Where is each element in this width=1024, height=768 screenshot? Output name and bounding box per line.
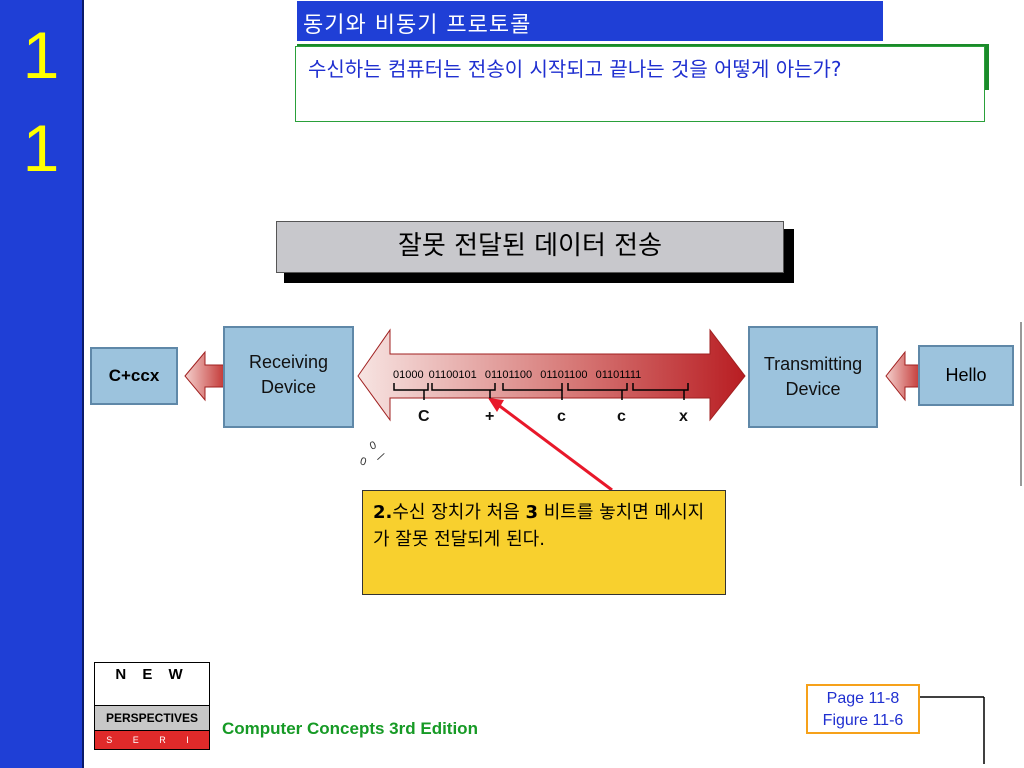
edition-label: Computer Concepts 3rd Edition [222, 719, 478, 738]
decoded-char-2: + [485, 408, 495, 425]
note-number: 3 [525, 502, 538, 523]
output-text: C+ccx [108, 366, 160, 385]
pointer-line [496, 402, 613, 492]
bit-stream: 01000 01100101 01101100 01101100 0110111… [393, 369, 641, 381]
page-reference-box: Page 11-8 Figure 11-6 [806, 684, 920, 734]
receiving-device-label-line2: Device [260, 377, 317, 397]
logo-perspectives: PERSPECTIVES [95, 705, 209, 731]
question-box: 수신하는 컴퓨터는 전송이 시작되고 끝나는 것을 어떻게 아는가? [295, 46, 985, 122]
slide-title: 동기와 비동기 프로토콜 [303, 13, 532, 38]
logo-new: N E W [115, 666, 189, 683]
explanation-note: 2.수신 장치가 처음 3 비트를 놓치면 메시지가 잘못 전달되게 된다. [362, 490, 726, 595]
transmitting-device-label-line1: Transmitting [763, 354, 863, 374]
decoded-char-3: c [557, 408, 566, 425]
diagram-heading-box: 잘못 전달된 데이터 전송 [276, 221, 784, 273]
bit-group-1: 01000 [393, 369, 424, 381]
input-text-box: Hello [918, 345, 1014, 406]
bit-group-3: 01101100 [484, 369, 533, 381]
chapter-number-digit-2: 1 [22, 111, 60, 185]
pointer-arrowhead [488, 398, 504, 412]
page-number: Page 11-8 [826, 690, 900, 707]
note-prefix: 2. [373, 502, 393, 523]
transmitting-device-box: Transmitting Device [748, 326, 878, 428]
note-text-part1: 수신 장치가 처음 [392, 502, 526, 523]
transmitting-device-label-line2: Device [785, 379, 841, 399]
logo-series: S E R I E S [95, 731, 209, 763]
output-text-box: C+ccx [90, 347, 178, 405]
input-arrow [885, 350, 921, 402]
note-text: 2.수신 장치가 처음 3 비트를 놓치면 메시지가 잘못 전달되게 된다. [373, 499, 713, 553]
bit-group-2: 01100101 [428, 369, 477, 381]
decoded-char-5: x [679, 408, 688, 425]
new-perspectives-logo: N E W PERSPECTIVES S E R I E S [94, 662, 210, 763]
receiving-device-box: Receiving Device [223, 326, 354, 428]
slide-title-bar: 동기와 비동기 프로토콜 [297, 1, 883, 41]
chapter-sidebar: 1 1 [0, 0, 84, 768]
note-text-part2: 비트를 놓치면 메시지가 잘못 전달되게 된다. [373, 502, 705, 550]
bit-group-5: 01101111 [595, 369, 642, 381]
decoded-char-1: C [418, 408, 430, 425]
decoded-char-4: c [617, 408, 626, 425]
chapter-number-digit-1: 1 [22, 18, 60, 92]
output-arrow [184, 350, 225, 402]
receiving-device-label-line1: Receiving [248, 352, 329, 372]
bit-group-4: 01101100 [540, 369, 588, 381]
figure-number: Figure 11-6 [822, 712, 904, 729]
transmission-arrow [357, 328, 746, 422]
question-text: 수신하는 컴퓨터는 전송이 시작되고 끝나는 것을 어떻게 아는가? [308, 57, 842, 81]
diagram-heading: 잘못 전달된 데이터 전송 [398, 231, 662, 261]
input-text: Hello [945, 365, 987, 385]
